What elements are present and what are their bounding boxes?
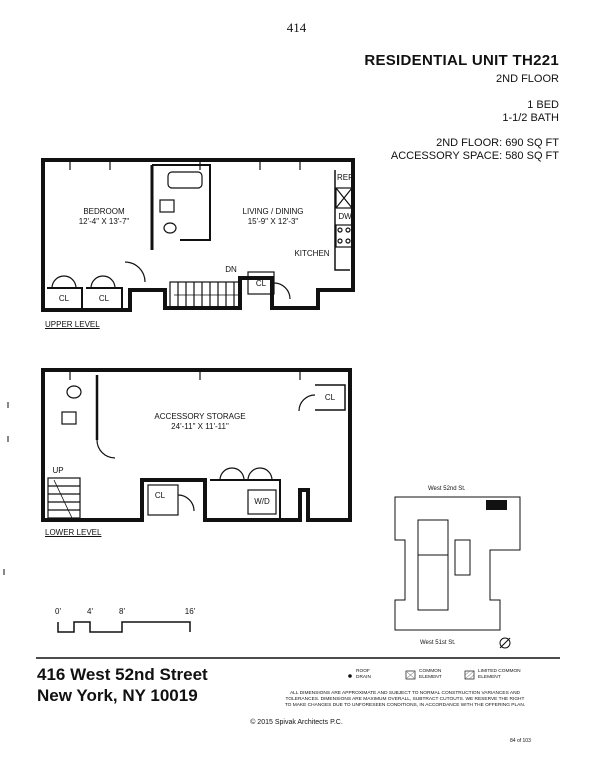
unit-title: RESIDENTIAL UNIT TH221	[364, 52, 559, 69]
living-dining-label: LIVING / DINING	[242, 207, 304, 216]
bedroom-label: BEDROOM	[83, 207, 125, 216]
beds-label: 1 BED	[527, 99, 559, 111]
lower-outer-wall	[41, 368, 352, 522]
sheet-number: 84 of 103	[510, 738, 531, 744]
bedroom-dims: 12'-4" X 13'-7"	[78, 217, 130, 226]
scale-tick-label: 16'	[184, 607, 196, 616]
scale-tick-label: 8'	[119, 607, 125, 616]
upper-level-label: UPPER LEVEL	[45, 320, 100, 329]
dishwasher-label: DW	[338, 212, 352, 221]
sink-icon	[61, 411, 77, 425]
sink-icon	[159, 199, 175, 213]
microwave-icon	[335, 187, 353, 209]
limited-common-label: LIMITED COMMON ELEMENT	[478, 669, 521, 680]
closet-label: CL	[255, 279, 267, 288]
disclaimer-line: TOLERANCES. DIMENSIONS ARE MAXIMUM OVERA…	[285, 697, 525, 702]
disclaimer-line: ALL DIMENSIONS ARE APPROXIMATE AND SUBJE…	[289, 691, 521, 696]
toilet-icon	[163, 222, 177, 234]
scale-tick-label: 0'	[55, 607, 61, 616]
range-icon	[335, 224, 353, 248]
washer-dryer-label: W/D	[254, 497, 270, 506]
address-line1: 416 West 52nd Street	[37, 665, 208, 684]
north-street-label: West 52nd St.	[428, 486, 466, 492]
closet-label: CL	[324, 393, 336, 402]
accessory-area-label: ACCESSORY SPACE: 580 SQ FT	[390, 150, 559, 162]
toilet-icon	[66, 385, 82, 399]
roof-drain-icon	[348, 674, 352, 678]
storage-label: ACCESSORY STORAGE	[154, 412, 246, 421]
living-dining-dims: 15'-9" X 12'-3"	[247, 217, 299, 226]
stair-down-label: DN	[225, 265, 237, 274]
stair-up-label: UP	[52, 466, 64, 475]
key-plan	[394, 496, 521, 649]
baths-label: 1-1/2 BATH	[502, 112, 559, 124]
lower-level-label: LOWER LEVEL	[45, 528, 102, 537]
kitchen-label: KITCHEN	[294, 249, 330, 258]
compass-icon	[499, 637, 511, 649]
disclaimer-line: TO MAKE CHANGES DUE TO UNFORESEEN CONDIT…	[284, 703, 526, 708]
scale-tick-label: 4'	[87, 607, 93, 616]
floor-area-label: 2ND FLOOR: 690 SQ FT	[436, 137, 559, 149]
unit-highlight	[486, 500, 507, 510]
copyright: © 2015 Spivak Architects P.C.	[250, 719, 343, 726]
page-number: 414	[286, 20, 307, 35]
south-street-label: West 51st St.	[420, 640, 456, 646]
bathtub-icon	[167, 171, 203, 189]
closet-label: CL	[98, 294, 110, 303]
closet-label: CL	[154, 491, 166, 500]
roof-drain-label: ROOF DRAIN	[356, 669, 371, 680]
floor-label: 2ND FLOOR	[496, 73, 559, 85]
common-element-label: COMMON ELEMENT	[419, 669, 442, 680]
closet-label: CL	[58, 294, 70, 303]
washer-dryer-icon	[247, 489, 277, 515]
upper-outer-wall	[41, 158, 355, 312]
address-line2: New York, NY 10019	[37, 686, 198, 705]
scale-bar	[57, 621, 191, 633]
storage-dims: 24'-11" X 11'-11"	[171, 422, 229, 431]
refrigerator-label: REF	[337, 173, 353, 182]
